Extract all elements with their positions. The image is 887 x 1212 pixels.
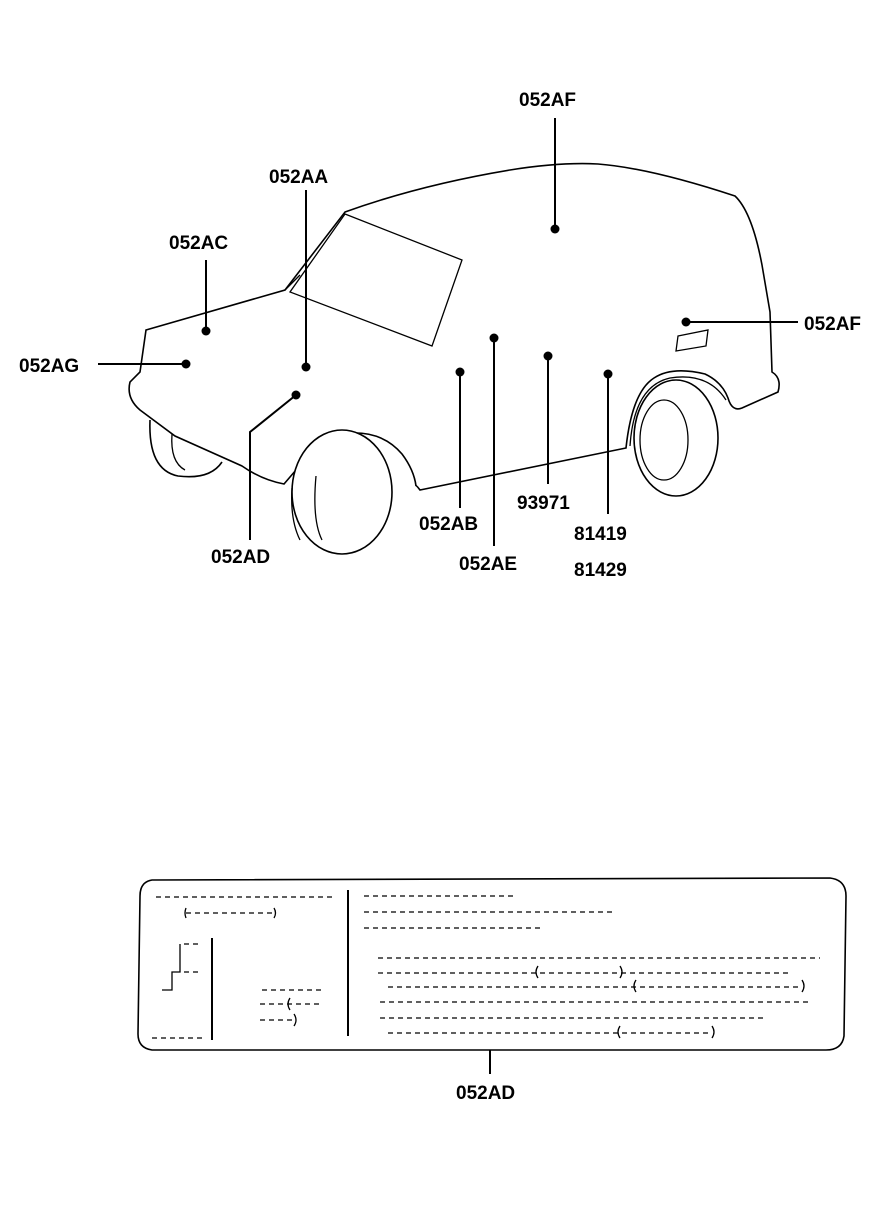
label-052AF-roof: 052AF	[519, 90, 576, 111]
vehicle-illustration	[128, 162, 780, 555]
label-plate-outline	[137, 877, 847, 1051]
label-93971: 93971	[517, 493, 570, 514]
label-052AA: 052AA	[269, 167, 328, 188]
front-wheel	[291, 429, 393, 555]
label-052AG: 052AG	[19, 356, 79, 377]
label-052AF-side: 052AF	[804, 314, 861, 335]
callout-labels: 052AF 052AA 052AC 052AG 052AF 052AD 052A…	[19, 90, 861, 1104]
label-052AB: 052AB	[419, 514, 478, 535]
label-052AD-plate: 052AD	[456, 1083, 515, 1104]
leader-lines	[98, 118, 798, 1074]
label-81429: 81429	[574, 560, 627, 581]
front-far-wheel	[149, 419, 223, 478]
caution-label-plate	[137, 877, 847, 1051]
side-marker	[675, 329, 709, 352]
label-052AD-fender: 052AD	[211, 547, 270, 568]
label-052AE: 052AE	[459, 554, 517, 575]
label-052AC: 052AC	[169, 233, 228, 254]
windshield	[288, 213, 463, 347]
label-81419: 81419	[574, 524, 627, 545]
rear-wheel	[633, 379, 719, 497]
